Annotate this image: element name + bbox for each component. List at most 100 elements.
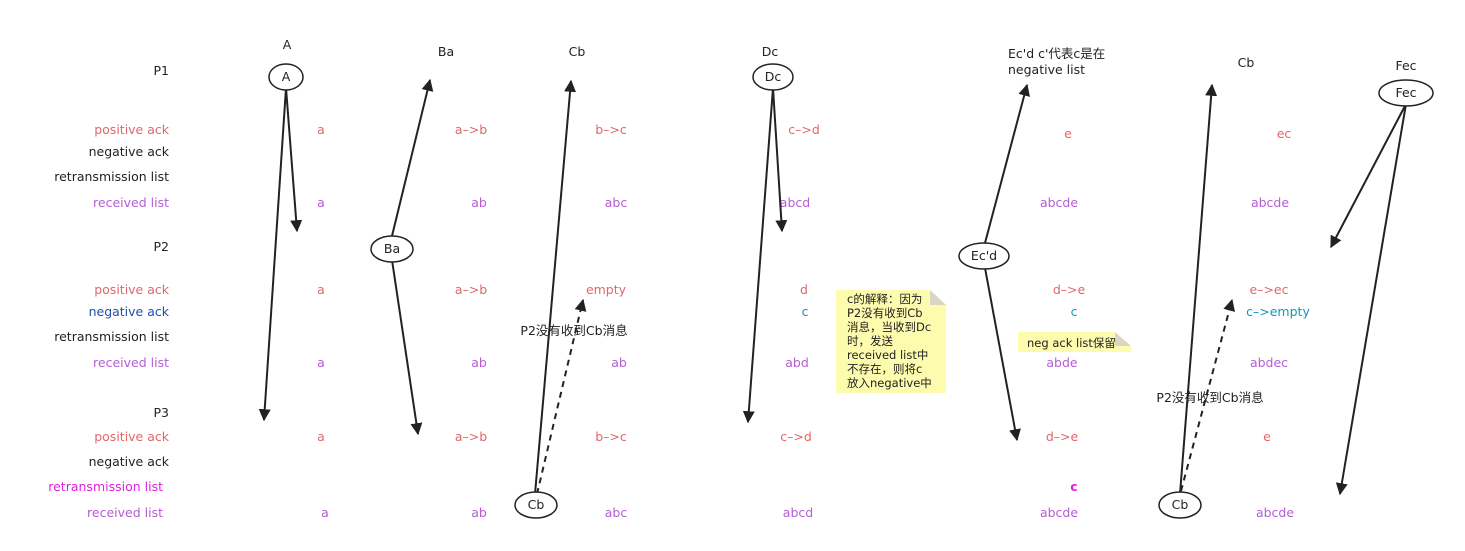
cell-positive: d–>e [1053, 282, 1086, 297]
arrow-ecd-to-p3 [984, 267, 1021, 442]
cell-positive: e–>ec [1250, 282, 1289, 297]
phase-label-p3: P3 [154, 405, 170, 420]
cell-received: abd [785, 355, 809, 370]
node-ellipse [752, 63, 794, 91]
cell-received: abde [1046, 355, 1078, 370]
phase-label-p1: P1 [154, 63, 170, 78]
arrow-fec-to-p1 [1330, 103, 1407, 249]
cell-received: abcd [780, 195, 810, 210]
column-header: Cb [569, 44, 586, 59]
arrow-cb-to-p1 [534, 79, 577, 495]
column-header: Cb [1238, 55, 1255, 70]
row-label-p2-positive-ack: positive ack [94, 282, 170, 297]
cell-positive: a–>b [455, 429, 487, 444]
column-header: Dc [762, 44, 779, 59]
node-label: Cb [1172, 497, 1189, 512]
arrow-a-to-p1 [285, 87, 303, 233]
cell-received: abcd [783, 505, 813, 520]
cell-positive: e [1064, 126, 1072, 141]
note-line: 时，发送 [847, 334, 893, 348]
cell-received: a [321, 505, 329, 520]
cell-received: ab [471, 505, 487, 520]
note-line: received list中 [847, 348, 928, 362]
node-ellipse [268, 63, 304, 91]
arrow-ba-to-p1 [391, 78, 434, 237]
cell-positive: b–>c [595, 429, 627, 444]
cell-negative: c–>empty [1246, 304, 1310, 319]
node-label: Cb [528, 497, 545, 512]
cell-received: abc [605, 195, 628, 210]
note-line: P2没有收到Cb [847, 306, 923, 320]
node-ellipse [1378, 79, 1434, 107]
note-text: neg ack list保留 [1027, 336, 1116, 350]
node-ellipse [1158, 491, 1202, 519]
note-neg-ack-keep: neg ack list保留 [1018, 332, 1131, 352]
cell-positive: d [800, 282, 808, 297]
row-label-p3-negative-ack: negative ack [89, 454, 170, 469]
cell-received: abcde [1251, 195, 1289, 210]
node-ellipse [514, 491, 558, 519]
cell-positive: a [317, 282, 325, 297]
node-cb: Cb [514, 491, 558, 519]
column-header: A [283, 37, 292, 52]
node-label: A [282, 69, 291, 84]
annotation-p2-missing-cb: P2没有收到Cb消息 [520, 323, 627, 338]
note-background [1018, 332, 1131, 352]
column-header-line: negative list [1008, 62, 1085, 77]
row-label-p1-retransmission-list: retransmission list [54, 169, 169, 184]
arrow-dc-to-p1 [772, 87, 788, 233]
row-label-p3-retransmission-list: retransmission list [48, 479, 163, 494]
arrow-ecd-to-p1 [984, 83, 1031, 244]
row-label-p2-retransmission-list: retransmission list [54, 329, 169, 344]
cell-received: a [317, 195, 325, 210]
note-line: 放入negative中 [847, 376, 932, 390]
node-ellipse [370, 235, 414, 263]
node-ecd: Ec'd [958, 242, 1010, 270]
node-cb: Cb [1158, 491, 1202, 519]
note-fold [930, 290, 946, 305]
phase-label-p2: P2 [154, 239, 170, 254]
note-background [836, 290, 946, 393]
node-label: Ba [384, 241, 400, 256]
cell-positive: d–>e [1046, 429, 1079, 444]
cell-positive: e [1263, 429, 1271, 444]
node-label: Fec [1395, 85, 1416, 100]
cell-positive: a–>b [455, 122, 487, 137]
row-label-p3-positive-ack: positive ack [94, 429, 170, 444]
row-label-p3-received-list: received list [87, 505, 163, 520]
node-dc: Dc [752, 63, 794, 91]
arrow-cb2-to-p1 [1179, 83, 1218, 495]
cell-received: a [317, 355, 325, 370]
arrow-dc-to-p2 [742, 87, 774, 424]
node-fec: Fec [1378, 79, 1434, 107]
cell-positive: c–>d [780, 429, 812, 444]
note-fold [1115, 332, 1131, 346]
cell-positive: a [317, 429, 325, 444]
column-header: Ba [438, 44, 454, 59]
row-label-p1-positive-ack: positive ack [94, 122, 170, 137]
cell-received: abcde [1256, 505, 1294, 520]
note-line: c的解释：因为 [847, 292, 922, 306]
cell-received: ab [471, 355, 487, 370]
cell-received: abcde [1040, 195, 1078, 210]
column-header: Fec [1395, 58, 1416, 73]
node-ellipse [958, 242, 1010, 270]
row-label-p2-received-list: received list [93, 355, 169, 370]
cell-received: abc [605, 505, 628, 520]
arrow-cb-to-p2-missed [536, 298, 587, 495]
cell-positive: c–>d [788, 122, 820, 137]
annotation-p2-missing-cb-2: P2没有收到Cb消息 [1156, 390, 1263, 405]
cell-received: ab [611, 355, 627, 370]
row-label-p1-negative-ack: negative ack [89, 144, 170, 159]
cell-positive: empty [586, 282, 627, 297]
row-label-p1-received-list: received list [93, 195, 169, 210]
column-header-line: Ec'd c'代表c是在 [1008, 46, 1105, 61]
cell-positive: a [317, 122, 325, 137]
node-ba: Ba [370, 235, 414, 263]
cell-positive: a–>b [455, 282, 487, 297]
arrow-ba-to-p3 [391, 259, 423, 436]
arrow-fec-to-p3 [1335, 103, 1407, 496]
note-line: 消息，当收到Dc [847, 320, 931, 334]
